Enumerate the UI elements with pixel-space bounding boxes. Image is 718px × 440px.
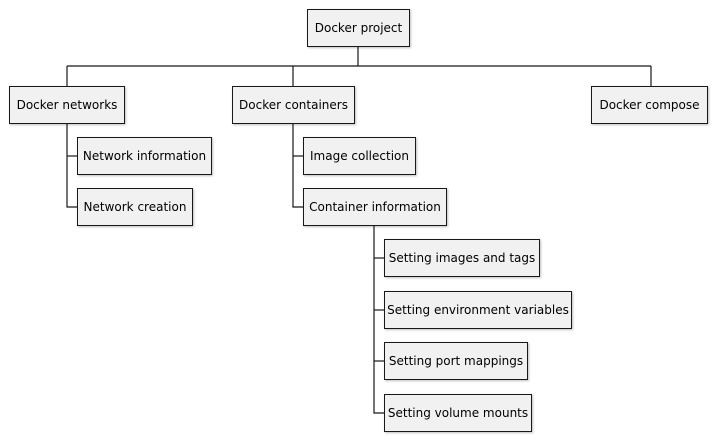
node-setting-volume-mounts: Setting volume mounts: [384, 394, 532, 432]
node-docker-containers: Docker containers: [232, 86, 355, 124]
node-container-information: Container information: [303, 188, 447, 226]
node-network-information: Network information: [77, 137, 212, 175]
node-docker-compose: Docker compose: [591, 86, 708, 124]
node-setting-environment-variables: Setting environment variables: [384, 291, 572, 329]
node-setting-images-and-tags: Setting images and tags: [384, 239, 540, 277]
node-network-creation: Network creation: [77, 188, 193, 226]
node-image-collection: Image collection: [303, 137, 416, 175]
node-docker-networks: Docker networks: [9, 86, 125, 124]
node-setting-port-mappings: Setting port mappings: [384, 342, 528, 380]
node-docker-project: Docker project: [307, 9, 410, 47]
